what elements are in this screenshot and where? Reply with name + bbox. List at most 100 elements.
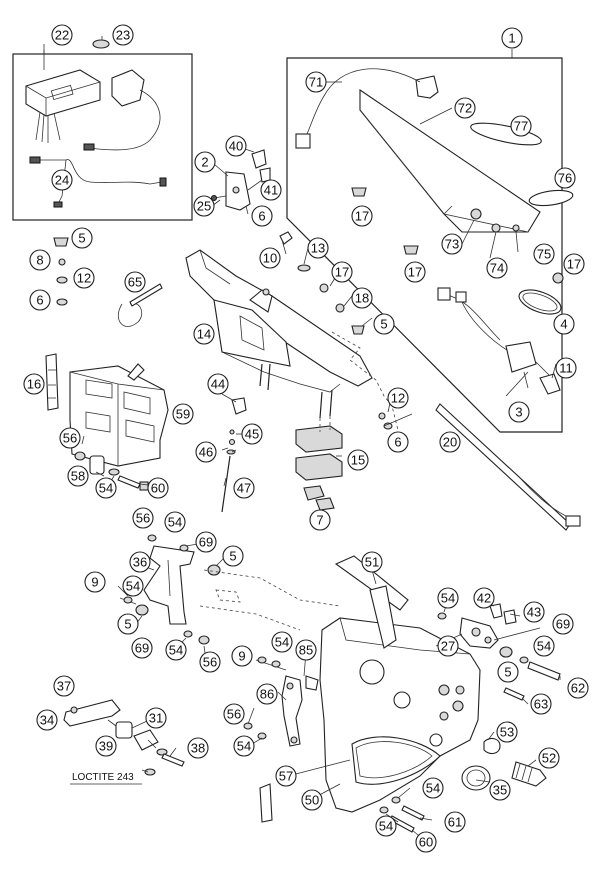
svg-text:23: 23: [116, 28, 130, 43]
callout-62: 62: [567, 677, 589, 699]
license-plate-bracket: [185, 249, 399, 431]
callout-42: 42: [473, 587, 495, 609]
callout-7: 7: [309, 509, 331, 531]
callout-5: 5: [71, 227, 93, 249]
callout-51: 51: [361, 551, 383, 573]
callout-3: 3: [508, 401, 530, 423]
svg-text:71: 71: [309, 75, 323, 90]
callout-54: 54: [533, 635, 555, 657]
left-hardware: [45, 237, 163, 411]
callout-2: 2: [194, 151, 216, 173]
svg-text:22: 22: [55, 28, 69, 43]
svg-text:46: 46: [199, 445, 213, 460]
callout-9: 9: [84, 571, 106, 593]
svg-text:3: 3: [515, 405, 522, 420]
svg-text:14: 14: [197, 327, 211, 342]
callout-4: 4: [553, 313, 575, 335]
svg-text:6: 6: [36, 293, 43, 308]
bracket-86: [243, 656, 319, 747]
svg-text:6: 6: [258, 209, 265, 224]
callout-61: 61: [444, 811, 466, 833]
svg-text:47: 47: [237, 481, 251, 496]
svg-text:9: 9: [238, 649, 245, 664]
svg-text:76: 76: [558, 171, 572, 186]
svg-text:62: 62: [571, 681, 585, 696]
svg-text:17: 17: [355, 209, 369, 224]
svg-text:86: 86: [260, 687, 274, 702]
svg-text:72: 72: [458, 101, 472, 116]
rear-carrier-bracket: [69, 363, 169, 491]
callout-8: 8: [29, 249, 51, 271]
svg-text:37: 37: [57, 679, 71, 694]
bracket-36: [119, 534, 221, 645]
callout-47: 47: [233, 477, 255, 499]
svg-text:69: 69: [199, 535, 213, 550]
callout-85: 85: [295, 639, 317, 661]
svg-text:4: 4: [560, 317, 567, 332]
callout-36: 36: [129, 551, 151, 573]
callout-86: 86: [256, 683, 278, 705]
callout-73: 73: [441, 233, 463, 255]
callout-71: 71: [305, 71, 327, 93]
svg-text:54: 54: [168, 515, 182, 530]
callout-77: 77: [510, 115, 532, 137]
callout-54: 54: [122, 575, 144, 597]
callout-17: 17: [404, 261, 426, 283]
callout-54: 54: [95, 477, 117, 499]
callout-10: 10: [259, 247, 281, 269]
callout-37: 37: [53, 675, 75, 697]
clamp-blocks: [295, 416, 343, 511]
callout-57: 57: [275, 765, 297, 787]
svg-text:54: 54: [275, 635, 289, 650]
callout-18: 18: [351, 287, 373, 309]
svg-text:45: 45: [245, 427, 259, 442]
callout-60: 60: [415, 831, 437, 853]
svg-text:5: 5: [229, 549, 236, 564]
svg-text:39: 39: [99, 739, 113, 754]
svg-text:69: 69: [556, 617, 570, 632]
callout-15: 15: [347, 449, 369, 471]
callout-35: 35: [489, 779, 511, 801]
svg-text:56: 56: [63, 431, 77, 446]
svg-text:7: 7: [316, 513, 323, 528]
svg-text:5: 5: [124, 617, 131, 632]
callout-34: 34: [36, 709, 58, 731]
svg-text:74: 74: [490, 261, 504, 276]
svg-text:17: 17: [408, 265, 422, 280]
svg-text:57: 57: [279, 769, 293, 784]
svg-text:58: 58: [71, 469, 85, 484]
svg-text:51: 51: [365, 555, 379, 570]
svg-text:65: 65: [128, 275, 142, 290]
svg-text:31: 31: [149, 711, 163, 726]
callout-41: 41: [260, 179, 282, 201]
callout-69: 69: [131, 637, 153, 659]
svg-text:54: 54: [126, 579, 140, 594]
svg-text:73: 73: [445, 237, 459, 252]
svg-text:10: 10: [263, 251, 277, 266]
svg-text:18: 18: [355, 291, 369, 306]
svg-text:16: 16: [27, 377, 41, 392]
callout-50: 50: [301, 789, 323, 811]
callout-45: 45: [241, 423, 263, 445]
svg-text:5: 5: [78, 231, 85, 246]
callout-44: 44: [207, 373, 229, 395]
bolt-set-44-47: [221, 397, 247, 513]
svg-text:17: 17: [567, 257, 581, 272]
svg-text:50: 50: [305, 793, 319, 808]
callout-5: 5: [117, 613, 139, 635]
svg-text:15: 15: [351, 453, 365, 468]
svg-text:41: 41: [264, 183, 278, 198]
callout-59: 59: [172, 403, 194, 425]
callout-5: 5: [497, 661, 519, 683]
callout-27: 27: [437, 635, 459, 657]
svg-text:12: 12: [77, 271, 91, 286]
svg-text:13: 13: [311, 241, 325, 256]
callout-54: 54: [271, 631, 293, 653]
callout-74: 74: [486, 257, 508, 279]
svg-text:8: 8: [36, 253, 43, 268]
callout-6: 6: [29, 289, 51, 311]
callout-31: 31: [145, 707, 167, 729]
callout-69: 69: [552, 613, 574, 635]
svg-text:53: 53: [500, 725, 514, 740]
callout-39: 39: [95, 735, 117, 757]
